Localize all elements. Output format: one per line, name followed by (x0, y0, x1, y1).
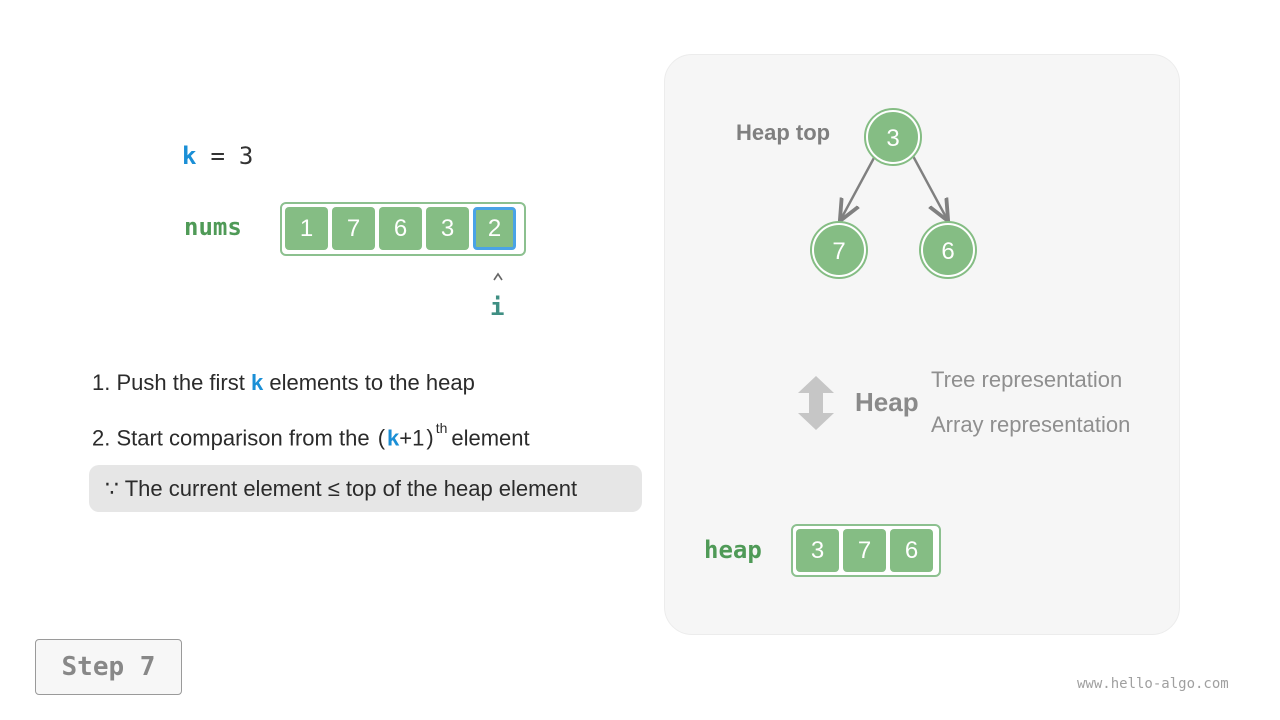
step-2-suffix: element (451, 425, 530, 451)
double-arrow-icon (798, 376, 834, 430)
equals-sign: = (210, 142, 225, 170)
heap-node-left: 7 (810, 221, 868, 279)
heap-label: heap (704, 536, 762, 564)
heap-array: 3 7 6 (791, 524, 941, 577)
heap-top-label: Heap top (736, 120, 831, 145)
step-1-prefix: 1. Push the first (92, 370, 245, 395)
k-value: 3 (238, 142, 254, 170)
step-1-k: k (250, 370, 264, 395)
step-2-plus-one: +1 (399, 425, 425, 451)
step-2-k: k (387, 425, 400, 451)
watermark: www.hello-algo.com (1077, 676, 1229, 692)
heap-node-right-label: 6 (941, 238, 954, 265)
k-parameter: k = 3 (182, 142, 253, 170)
step-2-open-paren: ( (377, 425, 386, 451)
nums-cell-1: 7 (332, 207, 375, 250)
nums-label: nums (184, 213, 242, 241)
heap-node-left-label: 7 (832, 238, 845, 265)
tree-representation-label: Tree representation (931, 367, 1123, 392)
nums-cell-2: 6 (379, 207, 422, 250)
pointer-label: i (490, 293, 505, 321)
edge-root-left (841, 155, 877, 219)
condition-box: ∵ The current element ≤ top of the heap … (89, 465, 642, 512)
edge-root-right (911, 155, 947, 219)
step-badge: Step 7 (35, 639, 182, 695)
heap-word: Heap (855, 387, 919, 417)
heap-panel: 3 7 6 Heap top Heap Tree representation … (664, 54, 1180, 635)
heap-cell-1: 7 (843, 529, 886, 572)
nums-cell-3: 3 (426, 207, 469, 250)
pointer-arrow-icon (493, 272, 503, 281)
heap-cell-2: 6 (890, 529, 933, 572)
heap-tree: 3 7 6 (810, 108, 977, 279)
step-2-prefix: 2. Start comparison from the (92, 425, 370, 451)
heap-node-root: 3 (864, 108, 922, 166)
step-2-superscript: th (435, 420, 448, 436)
heap-node-root-label: 3 (886, 125, 899, 152)
nums-array: 1 7 6 3 2 (280, 202, 526, 256)
array-representation-label: Array representation (931, 412, 1131, 437)
nums-cell-0: 1 (285, 207, 328, 250)
nums-cell-4-current: 2 (473, 207, 516, 250)
step-1-suffix: elements to the heap (269, 370, 475, 395)
heap-node-right: 6 (919, 221, 977, 279)
step-2-close-paren: ) (426, 425, 434, 451)
heap-cell-0: 3 (796, 529, 839, 572)
condition-text: ∵ The current element ≤ top of the heap … (105, 475, 578, 501)
k-variable: k (182, 142, 197, 170)
step-1-text: 1. Push the first k elements to the heap (92, 370, 475, 396)
